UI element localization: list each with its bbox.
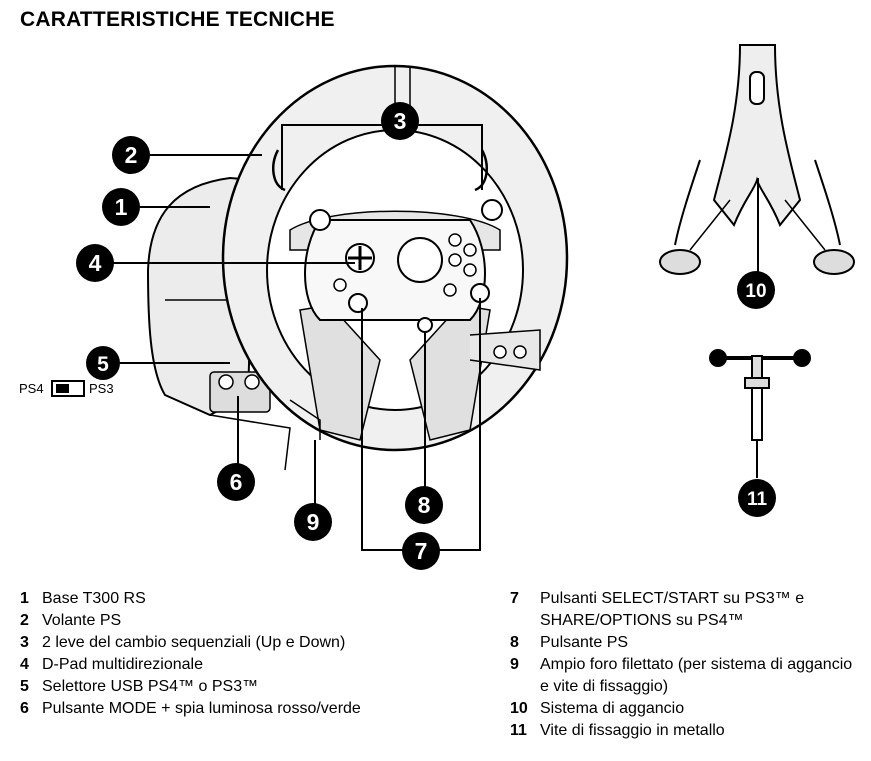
legend-item-7: 7 Pulsanti SELECT/START su PS3™ e SHARE/O… bbox=[510, 588, 855, 632]
svg-text:10: 10 bbox=[745, 281, 766, 302]
legend-text: 2 leve del cambio sequenziali (Up e Down… bbox=[42, 634, 346, 651]
legend-text: Pulsanti SELECT/START su PS3™ e SHARE/OP… bbox=[540, 590, 805, 629]
svg-text:4: 4 bbox=[89, 250, 102, 276]
switch-label-ps3: PS3 bbox=[89, 381, 114, 396]
wheel-diagram: PS4 PS3 2 1 3 4 5 6 9 8 7 10 11 bbox=[19, 44, 855, 570]
svg-text:9: 9 bbox=[307, 509, 320, 535]
legend-number: 9 bbox=[510, 656, 519, 673]
legend-number: 5 bbox=[20, 678, 29, 695]
switch-label-ps4: PS4 bbox=[19, 381, 44, 396]
legend-text: Pulsante MODE + spia luminosa rosso/verd… bbox=[42, 700, 361, 717]
legend-text: Sistema di aggancio bbox=[540, 700, 685, 717]
legend-item-5: 5 Selettore USB PS4™ o PS3™ bbox=[20, 676, 361, 698]
legend-item-4: 4 D-Pad multidirezionale bbox=[20, 654, 361, 676]
legend-number: 10 bbox=[510, 700, 528, 717]
legend-item-9: 9 Ampio foro filettato (per sistema di ag… bbox=[510, 654, 855, 698]
callout-8: 8 bbox=[405, 486, 443, 524]
legend-text: Ampio foro filettato (per sistema di agg… bbox=[540, 656, 853, 695]
legend-number: 2 bbox=[20, 612, 29, 629]
svg-text:6: 6 bbox=[230, 469, 243, 495]
screw bbox=[709, 349, 811, 441]
callout-7: 7 bbox=[402, 532, 440, 570]
legend-number: 6 bbox=[20, 700, 29, 717]
legend-text: Vite di fissaggio in metallo bbox=[540, 722, 725, 739]
callout-11: 11 bbox=[738, 479, 776, 517]
legend-item-6: 6 Pulsante MODE + spia luminosa rosso/ver… bbox=[20, 698, 361, 720]
legend-number: 1 bbox=[20, 590, 29, 607]
legend-number: 3 bbox=[20, 634, 29, 651]
legend-text: Pulsante PS bbox=[540, 634, 629, 651]
callout-6: 6 bbox=[217, 463, 255, 501]
callout-9: 9 bbox=[294, 503, 332, 541]
svg-text:1: 1 bbox=[115, 194, 128, 220]
callout-4: 4 bbox=[76, 244, 114, 282]
legend-left-list: 1 Base T300 RS 2 Volante PS 3 2 leve del ca… bbox=[20, 588, 361, 720]
legend-text: Selettore USB PS4™ o PS3™ bbox=[42, 678, 259, 695]
callout-1: 1 bbox=[102, 188, 140, 226]
svg-text:8: 8 bbox=[418, 492, 431, 518]
svg-text:2: 2 bbox=[125, 142, 138, 168]
legend-text: D-Pad multidirezionale bbox=[42, 656, 203, 673]
legend-number: 11 bbox=[510, 722, 527, 739]
callout-2: 2 bbox=[112, 136, 150, 174]
legend-right-list: 7 Pulsanti SELECT/START su PS3™ e SHARE/O… bbox=[510, 588, 855, 742]
callout-5: 5 bbox=[86, 346, 120, 380]
legend-item-2: 2 Volante PS bbox=[20, 610, 361, 632]
svg-text:5: 5 bbox=[97, 353, 109, 376]
legend-item-8: 8 Pulsante PS bbox=[510, 632, 855, 654]
callout-10: 10 bbox=[737, 271, 775, 309]
legend-number: 8 bbox=[510, 634, 519, 651]
svg-text:11: 11 bbox=[747, 489, 768, 510]
legend-text: Volante PS bbox=[42, 612, 122, 629]
legend-item-10: 10 Sistema di aggancio bbox=[510, 698, 855, 720]
legend-item-11: 11 Vite di fissaggio in metallo bbox=[510, 720, 855, 742]
svg-text:3: 3 bbox=[394, 108, 407, 134]
svg-text:7: 7 bbox=[415, 538, 428, 564]
legend-text: Base T300 RS bbox=[42, 590, 146, 607]
legend-item-3: 3 2 leve del cambio sequenziali (Up e Dow… bbox=[20, 632, 361, 654]
legend-number: 4 bbox=[20, 656, 29, 673]
callout-3: 3 bbox=[381, 102, 419, 140]
page-title: CARATTERISTICHE TECNICHE bbox=[20, 8, 335, 31]
usb-switch: PS4 PS3 bbox=[19, 380, 114, 397]
legend-item-1: 1 Base T300 RS bbox=[20, 588, 361, 610]
legend-number: 7 bbox=[510, 590, 519, 607]
wheel-hub bbox=[304, 219, 486, 321]
